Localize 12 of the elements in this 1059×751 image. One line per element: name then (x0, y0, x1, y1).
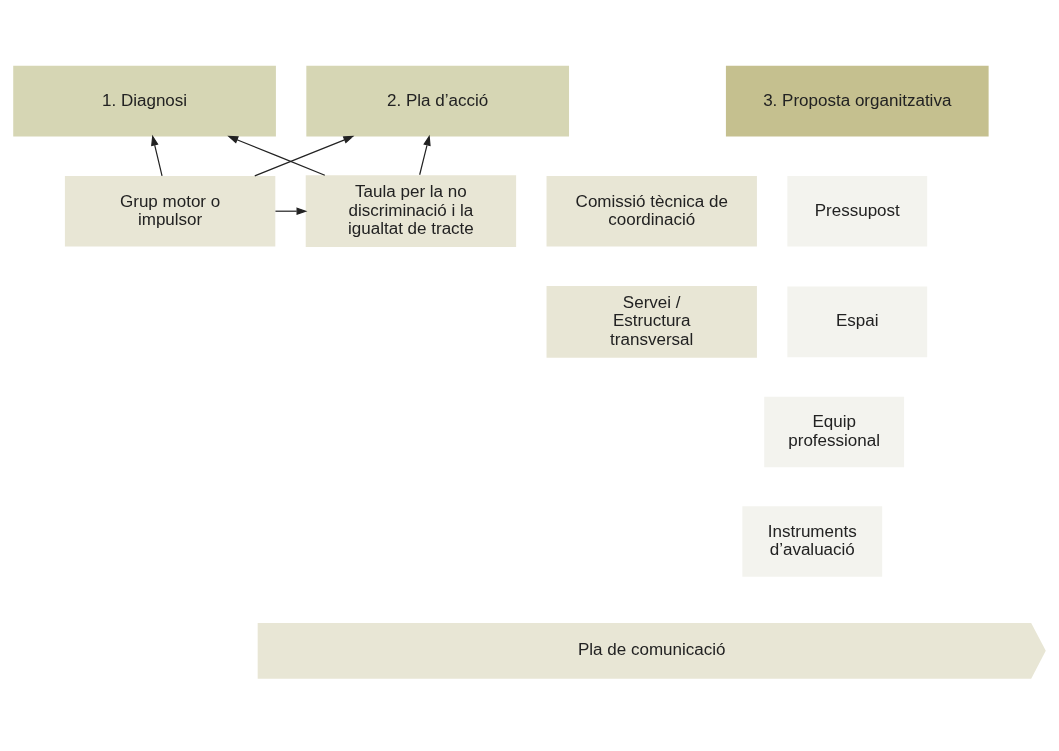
node-box: 1. Diagnosi (13, 65, 276, 136)
node-box: Grup motor o impulsor (64, 175, 276, 246)
arrow (419, 134, 431, 175)
node-box: 2. Pla d’acció (306, 65, 570, 136)
arrow (274, 206, 308, 215)
node-box: Taula per la no discriminació i la igualtat de tracte (305, 174, 517, 247)
arrow (227, 135, 326, 176)
arrow (254, 135, 355, 177)
node-box: Servei / Estructura transversal (546, 285, 757, 358)
node-box: 3. Proposta organitzativa (725, 65, 989, 136)
arrow (151, 134, 163, 177)
node-box: Comissió tècnica de coordinació (546, 175, 757, 246)
